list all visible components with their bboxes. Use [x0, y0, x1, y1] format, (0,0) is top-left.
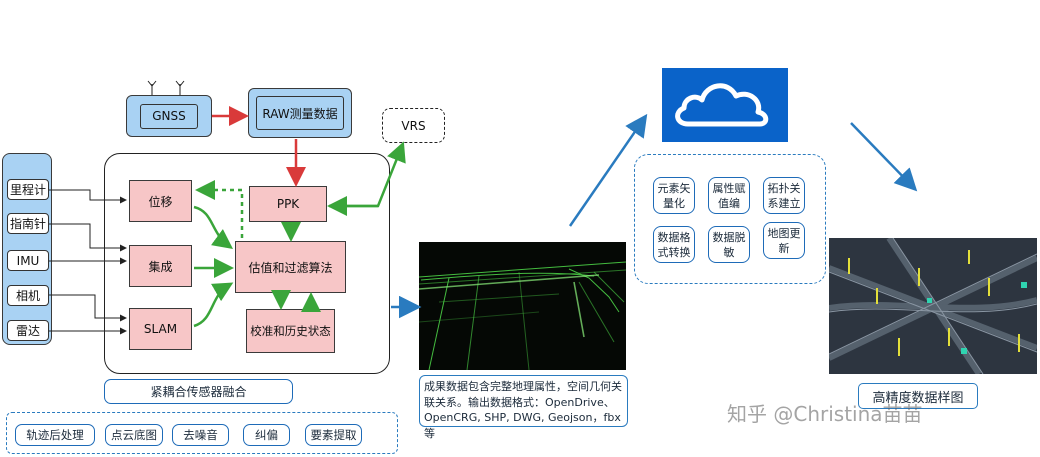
feature-topology: 拓扑关系建立 — [763, 177, 805, 214]
point-cloud-image — [418, 242, 627, 371]
slam-node: SLAM — [129, 308, 192, 350]
feature-format-convert: 数据格式转换 — [653, 226, 695, 263]
sensor-camera: 相机 — [7, 285, 49, 306]
post-processing-group — [6, 412, 398, 454]
sensor-imu: IMU — [7, 250, 49, 271]
step-pointcloud: 点云底图 — [105, 424, 163, 446]
fusion-label: 紧耦合传感器融合 — [104, 379, 293, 404]
raw-inner-frame — [256, 96, 344, 130]
feature-map-update: 地图更新 — [763, 222, 805, 259]
antenna-icons — [147, 80, 185, 95]
watermark: 知乎 @Christina苗苗 — [727, 402, 923, 426]
displacement-node: 位移 — [129, 180, 192, 222]
sensor-odometer: 里程计 — [7, 179, 49, 200]
step-correction: 纠偏 — [243, 424, 290, 446]
step-feature-extraction: 要素提取 — [305, 424, 362, 446]
sensor-radar: 雷达 — [7, 320, 49, 341]
hd-map-render — [827, 236, 1039, 376]
output-caption: 成果数据包含完整地理属性，空间几何关联关系。输出数据格式：OpenDrive、O… — [424, 380, 622, 440]
feature-attribute: 属性赋值编 — [708, 177, 750, 214]
step-trajectory: 轨迹后处理 — [15, 424, 95, 446]
estimation-node: 估值和过滤算法 — [235, 241, 346, 293]
sensor-compass: 指南针 — [7, 213, 49, 234]
step-denoise: 去噪音 — [172, 424, 229, 446]
vrs-node: VRS — [382, 108, 445, 143]
calibration-node: 校准和历史状态 — [246, 309, 335, 353]
cloud-tile — [662, 68, 788, 142]
cloud-icon — [675, 83, 769, 127]
gnss-inner-frame — [140, 104, 198, 129]
integration-node: 集成 — [129, 245, 192, 287]
feature-desensitize: 数据脱敏 — [708, 226, 750, 263]
hd-map-caption: 高精度数据样图 — [858, 383, 978, 409]
cloud-features-panel — [634, 154, 826, 284]
output-caption-box: 成果数据包含完整地理属性，空间几何关联关系。输出数据格式：OpenDrive、O… — [419, 375, 628, 440]
hd-map-image — [827, 236, 1039, 376]
feature-vectorization: 元素矢量化 — [653, 177, 695, 214]
point-cloud-render — [418, 261, 627, 371]
ppk-node: PPK — [249, 186, 327, 222]
